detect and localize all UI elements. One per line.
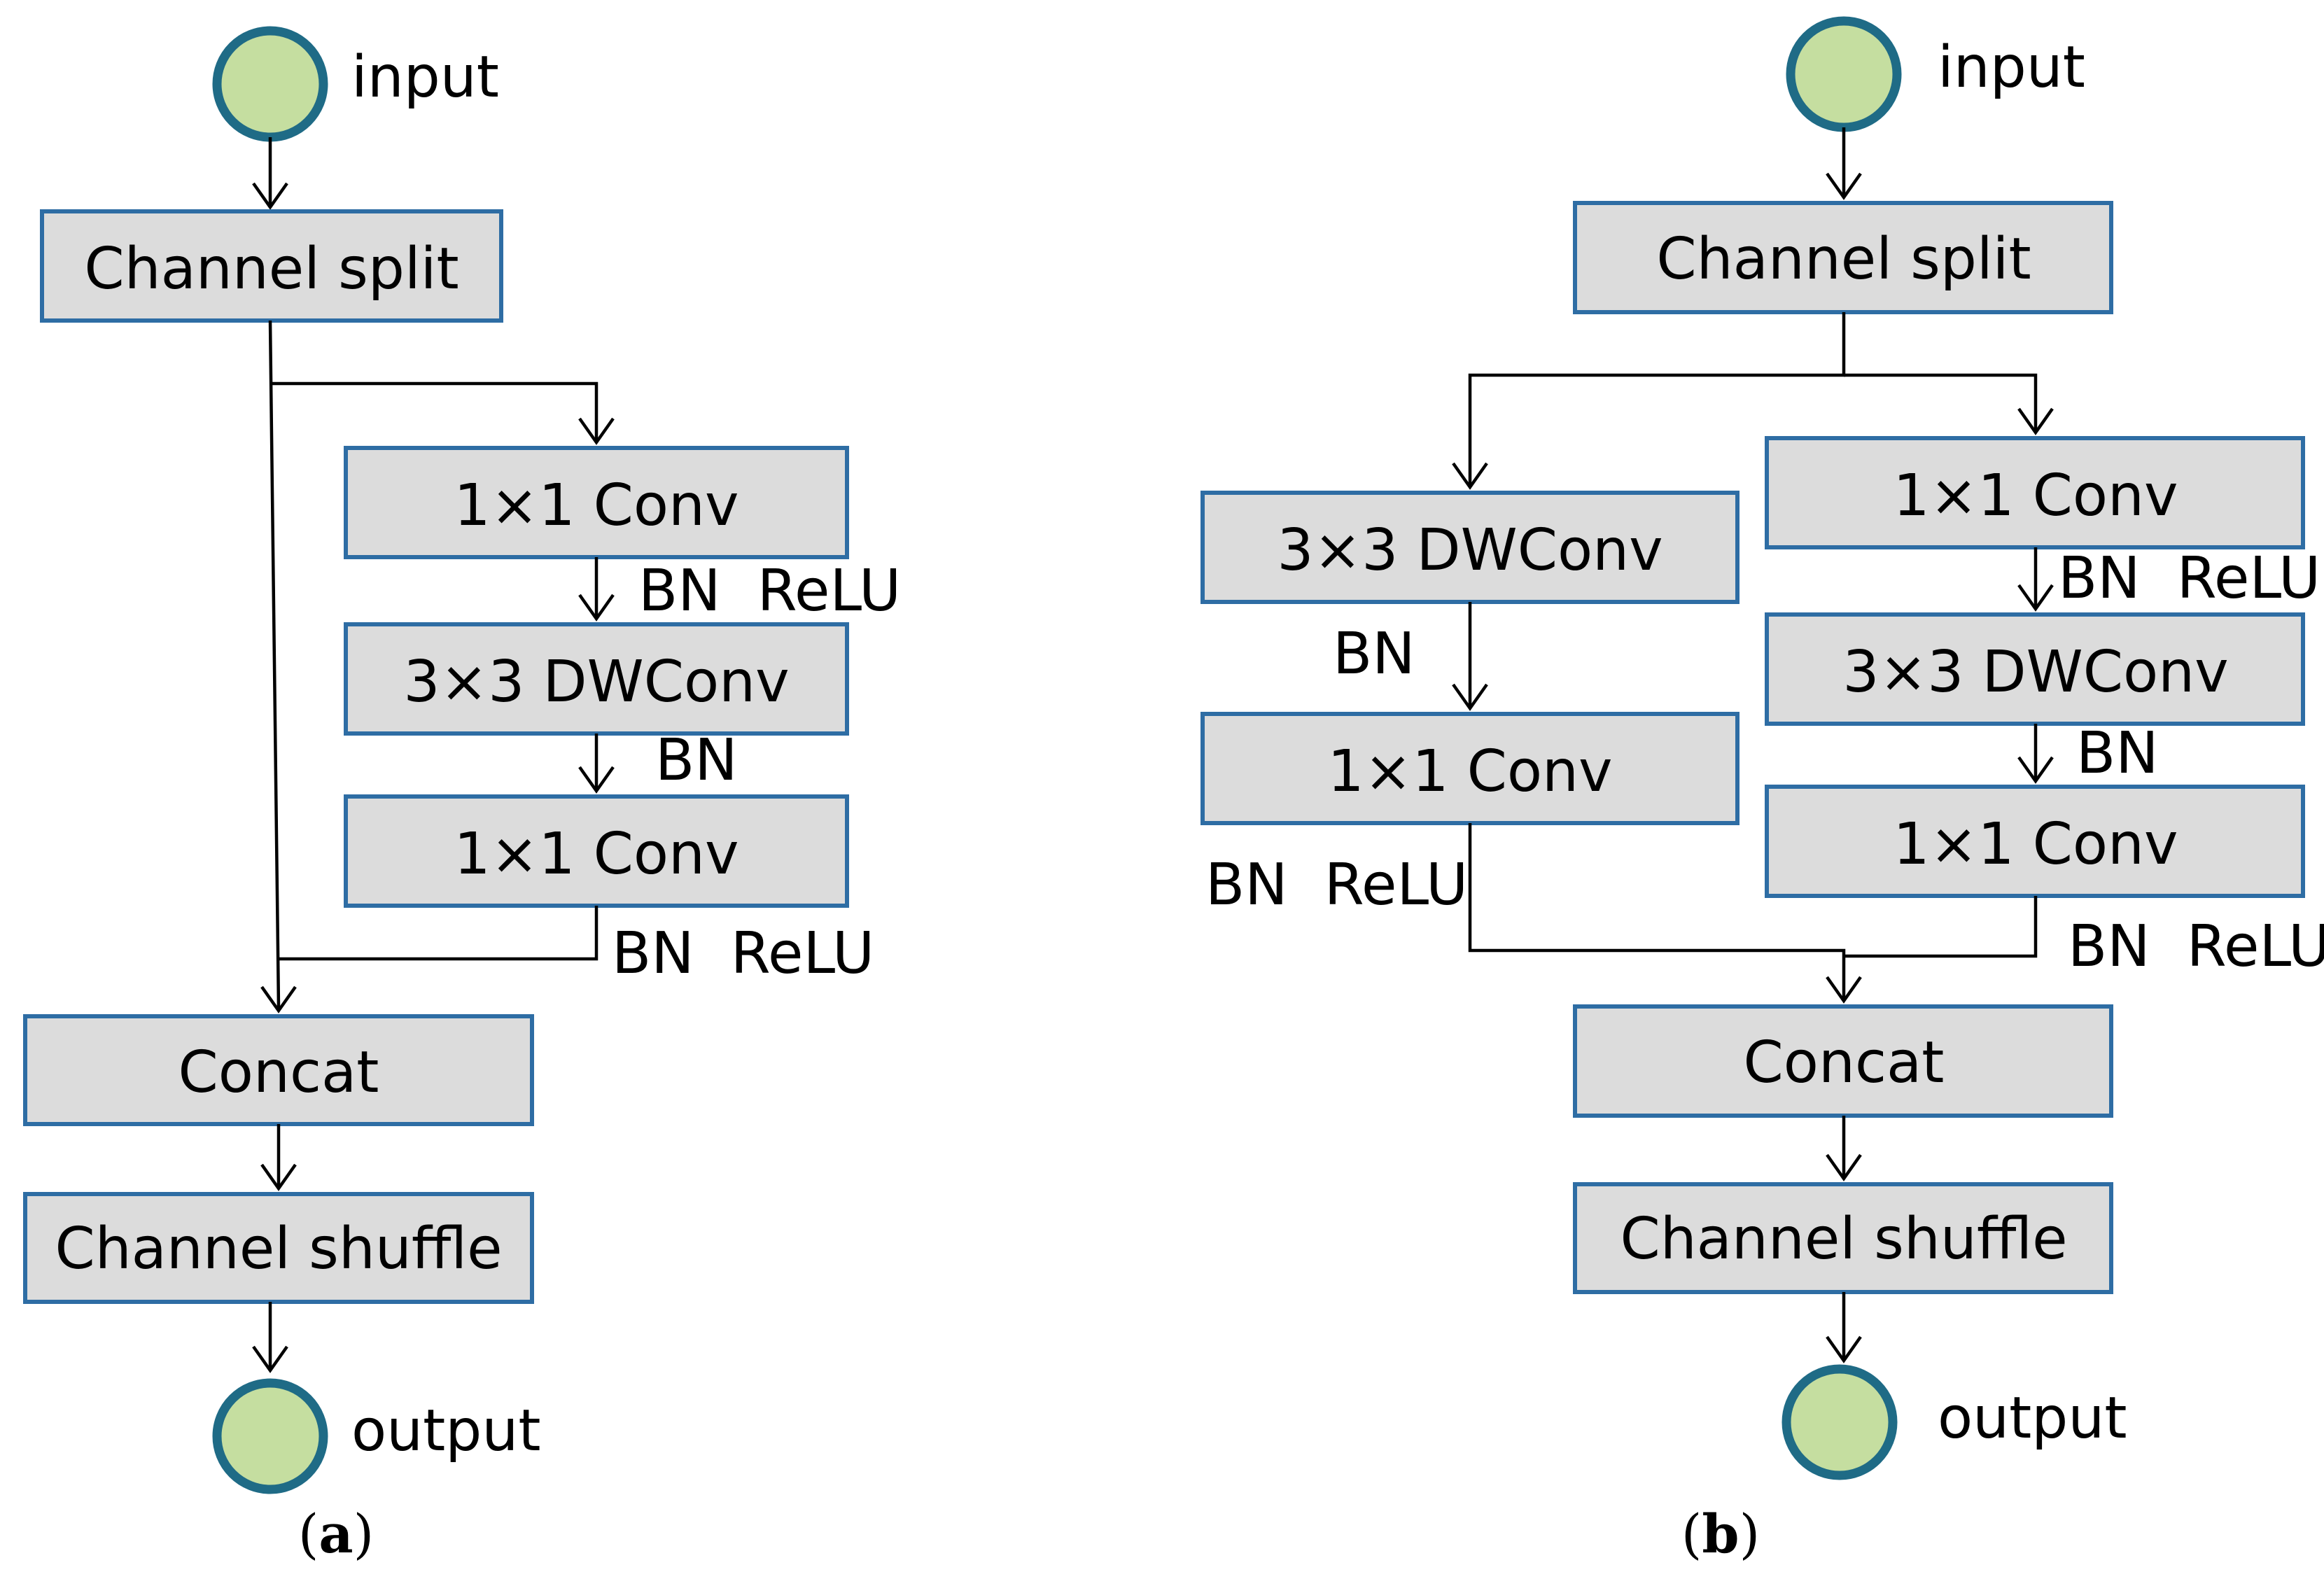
left-bn-relu-annotation: BN ReLU (1205, 852, 1468, 918)
right-conv1x1-box-2 (1765, 785, 2305, 898)
concat-label: Concat (178, 1039, 379, 1106)
output-node (1782, 1364, 1898, 1480)
right-conv1x1-label-2: 1×1 Conv (1893, 811, 2178, 878)
bn-relu-annotation: BN ReLU (638, 558, 901, 624)
channel-shuffle-label: Channel shuffle (55, 1216, 502, 1282)
panel-a: input Channel split 1×1 Conv BN ReLU 3×3… (23, 26, 901, 1565)
right-dwconv3x3-box (1765, 612, 2305, 726)
left-dwconv3x3-label: 3×3 DWConv (1277, 517, 1662, 584)
concat-label: Concat (1744, 1030, 1945, 1096)
split-connection (1468, 312, 1846, 487)
right-bn-relu-annotation-2: BN ReLU (2068, 913, 2324, 980)
panel-caption: (b) (1681, 1503, 1760, 1565)
right-bn-relu-annotation: BN ReLU (2058, 545, 2320, 612)
right-conv1x1-label: 1×1 Conv (1893, 463, 2178, 529)
input-label: input (351, 44, 499, 111)
conv1x1-label: 1×1 Conv (454, 472, 738, 539)
left-conv1x1-label: 1×1 Conv (1327, 738, 1612, 805)
branch-merge (279, 906, 598, 961)
right-branch-merge (1844, 896, 2038, 958)
channel-split-label: Channel split (1656, 226, 2031, 293)
dwconv3x3-label: 3×3 DWConv (403, 649, 789, 715)
right-dwconv3x3-label: 3×3 DWConv (1842, 639, 2228, 706)
arrow-head (252, 182, 288, 210)
panel-caption: (a) (298, 1503, 374, 1565)
caption-letter: a (318, 1503, 353, 1565)
left-dwconv3x3-box (1200, 491, 1740, 604)
input-node (1786, 16, 1902, 132)
bn-annotation: BN (655, 727, 738, 794)
concat-box (23, 1014, 534, 1126)
channel-split-box (1573, 201, 2113, 314)
channel-shuffle-label: Channel shuffle (1620, 1206, 2067, 1272)
input-label: input (1938, 34, 2085, 101)
branch-connection (272, 381, 598, 442)
channel-split-box (40, 209, 503, 323)
input-node (212, 26, 328, 142)
conv1x1-box-2 (344, 794, 849, 908)
dwconv3x3-box (344, 622, 849, 736)
conv1x1-label-2: 1×1 Conv (454, 821, 738, 887)
output-label: output (351, 1398, 540, 1464)
left-branch-merge (1468, 823, 1846, 999)
output-node (212, 1378, 328, 1494)
right-conv1x1-box (1765, 436, 2305, 549)
caption-letter: b (1702, 1503, 1739, 1565)
shortcut-connection (268, 320, 281, 1009)
bn-relu-annotation-2: BN ReLU (612, 920, 874, 987)
left-conv1x1-box (1200, 712, 1740, 825)
right-bn-annotation: BN (2076, 720, 2159, 787)
panel-b: input Channel split 3×3 DWConv BN 1×1 Co… (1200, 16, 2324, 1565)
output-label: output (1938, 1385, 2127, 1452)
channel-split-label: Channel split (84, 236, 458, 302)
channel-shuffle-box (1573, 1182, 2113, 1294)
channel-shuffle-box (23, 1192, 534, 1304)
conv1x1-box (344, 446, 849, 559)
left-bn-annotation: BN (1333, 621, 1415, 687)
